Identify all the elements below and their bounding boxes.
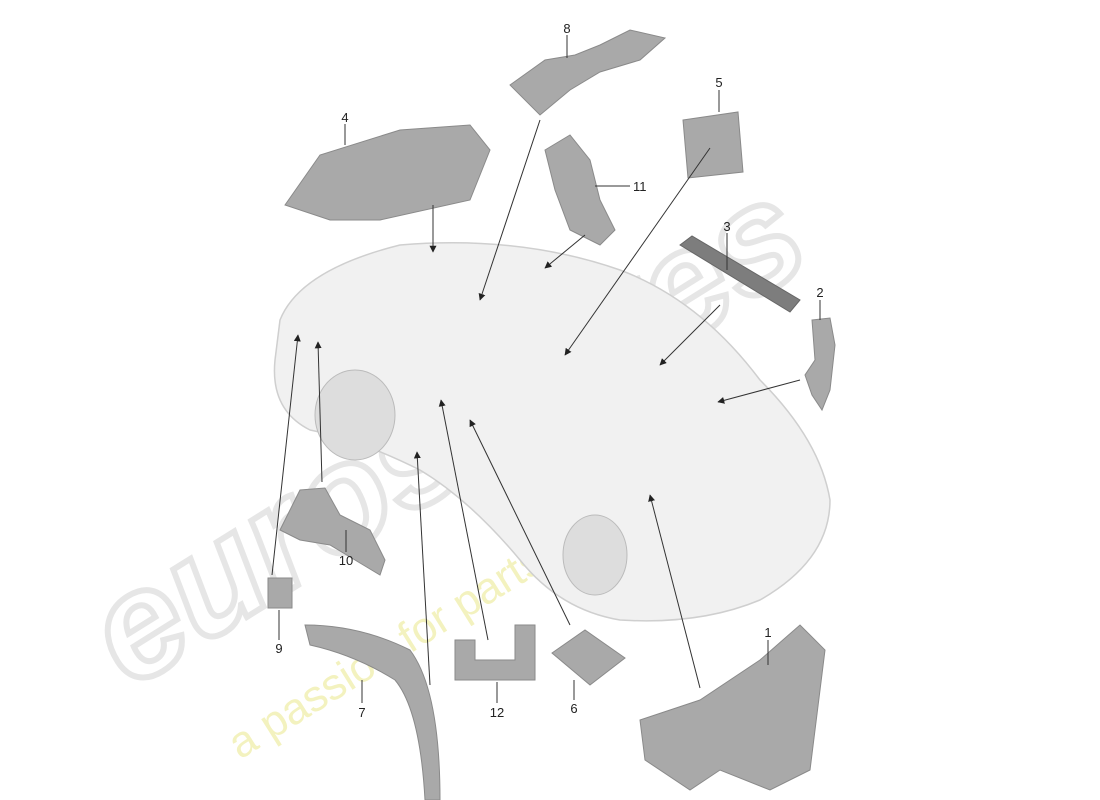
part-7-wheelhouse-liner[interactable] [304,624,441,800]
part-9-pad[interactable] [267,577,293,609]
callout-3[interactable]: 3 [723,219,730,234]
part-12-bracket[interactable] [454,624,536,681]
callout-4[interactable]: 4 [341,110,348,125]
part-11-insulation[interactable] [544,134,616,246]
callout-6[interactable]: 6 [570,701,577,716]
callout-1[interactable]: 1 [764,625,771,640]
callout-9[interactable]: 9 [275,641,282,656]
front-wheel [562,514,628,596]
callout-2[interactable]: 2 [816,285,823,300]
part-1-bulkhead-insulation[interactable] [639,624,826,791]
part-4-rear-insulation[interactable] [284,124,491,221]
callout-12[interactable]: 12 [490,705,504,720]
part-2-insulation[interactable] [804,317,836,412]
callout-11[interactable]: 11 [633,179,647,194]
callout-5[interactable]: 5 [715,75,722,90]
car-body [273,242,831,622]
part-8-top-insulation[interactable] [509,29,667,116]
callout-7[interactable]: 7 [358,705,365,720]
part-10-insulation[interactable] [279,487,386,576]
part-5-pad[interactable] [682,111,744,179]
part-6-pad[interactable] [551,629,626,686]
rear-wheel [314,369,396,461]
callout-10[interactable]: 10 [339,553,353,568]
part-3-strip[interactable] [679,235,801,313]
callout-8[interactable]: 8 [563,21,570,36]
leader-lines [271,35,821,703]
